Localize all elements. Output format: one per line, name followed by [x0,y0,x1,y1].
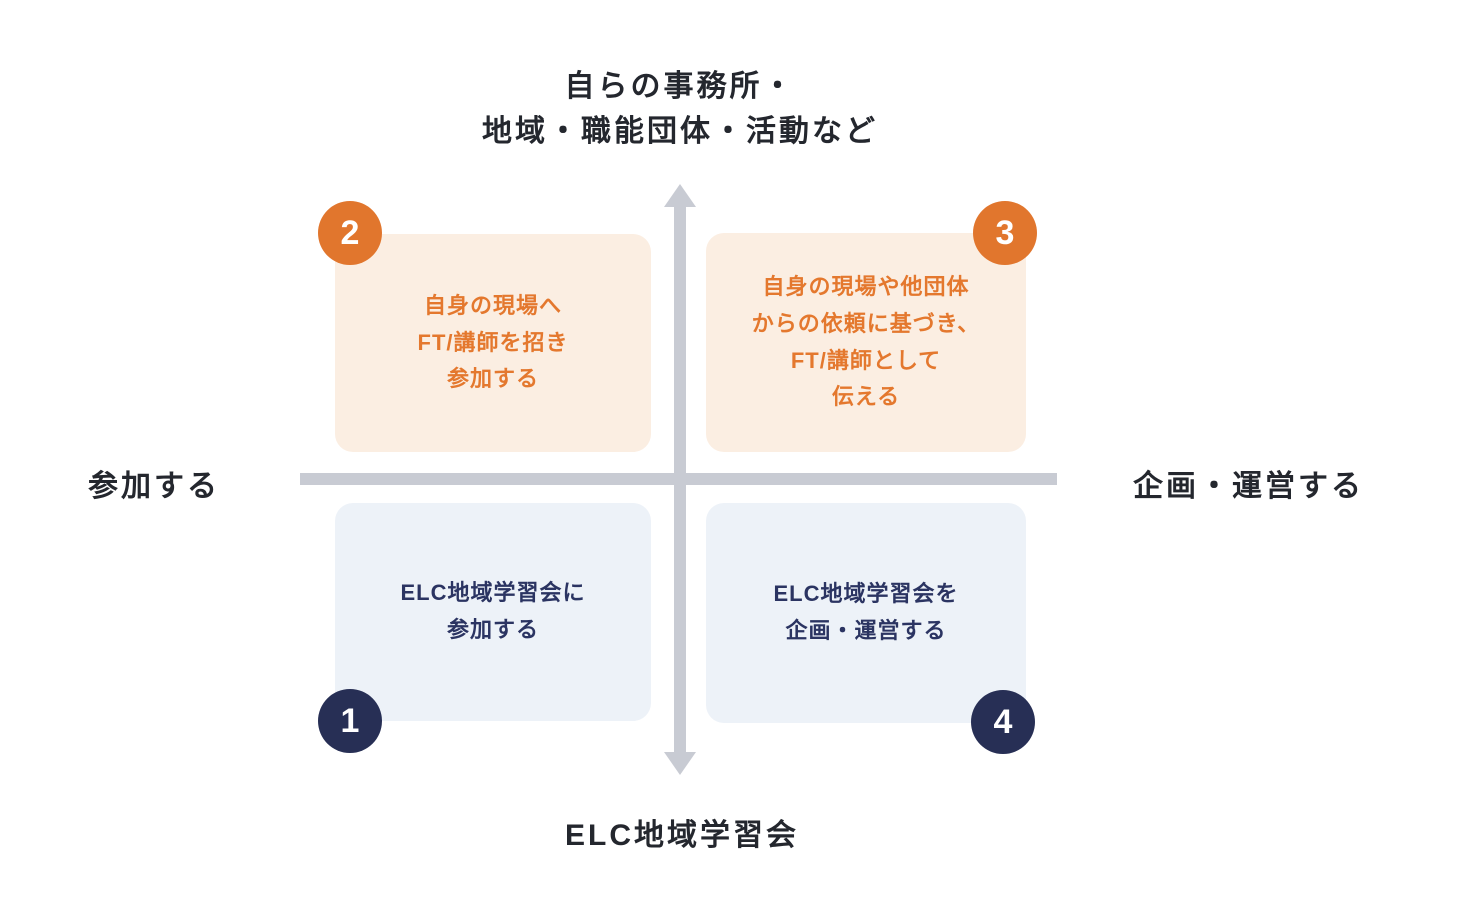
quadrant-card-3-text: 自身の現場や他団体 からの依頼に基づき、 FT/講師として 伝える [751,273,981,410]
arrow-down-icon [664,752,696,775]
quadrant-card-2-text: 自身の現場へ FT/講師を招き 参加する [417,292,569,392]
quadrant-card-1-text: ELC地域学習会に 参加する [400,580,586,642]
quadrant-card-3: 自身の現場や他団体 からの依頼に基づき、 FT/講師として 伝える [706,233,1026,452]
quadrant-card-1: ELC地域学習会に 参加する [335,503,651,721]
horizontal-axis-right-label: 企画・運営する [1133,470,1364,503]
quadrant-card-2: 自身の現場へ FT/講師を招き 参加する [335,234,651,452]
arrow-up-icon [664,184,696,207]
quadrant-number-badge-4: 4 [971,690,1035,754]
quadrant-number-badge-2: 2 [318,201,382,265]
horizontal-axis-left-label: 参加する [88,470,220,503]
quadrant-card-4-text: ELC地域学習会を 企画・運営する [773,581,959,643]
quadrant-number-badge-1: 1 [318,689,382,753]
vertical-axis-bottom-label: ELC地域学習会 [565,819,799,852]
quadrant-card-4: ELC地域学習会を 企画・運営する [706,503,1026,723]
vertical-axis-line [674,204,686,754]
quadrant-number-badge-3: 3 [973,201,1037,265]
vertical-axis-top-label: 自らの事務所・ 地域・職能団体・活動など [482,70,878,148]
